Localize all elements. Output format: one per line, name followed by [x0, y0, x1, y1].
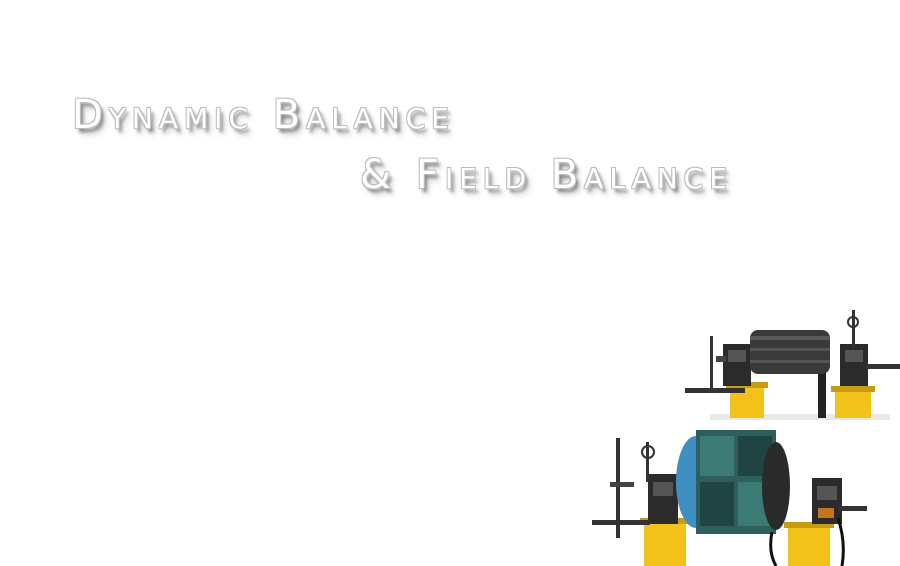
title-line-2: & Field Balance	[360, 152, 733, 198]
fan-balancing-machine-image	[592, 422, 867, 566]
roller-balancing-machine-image	[590, 296, 900, 420]
title-line-1: Dynamic Balance	[72, 92, 455, 138]
